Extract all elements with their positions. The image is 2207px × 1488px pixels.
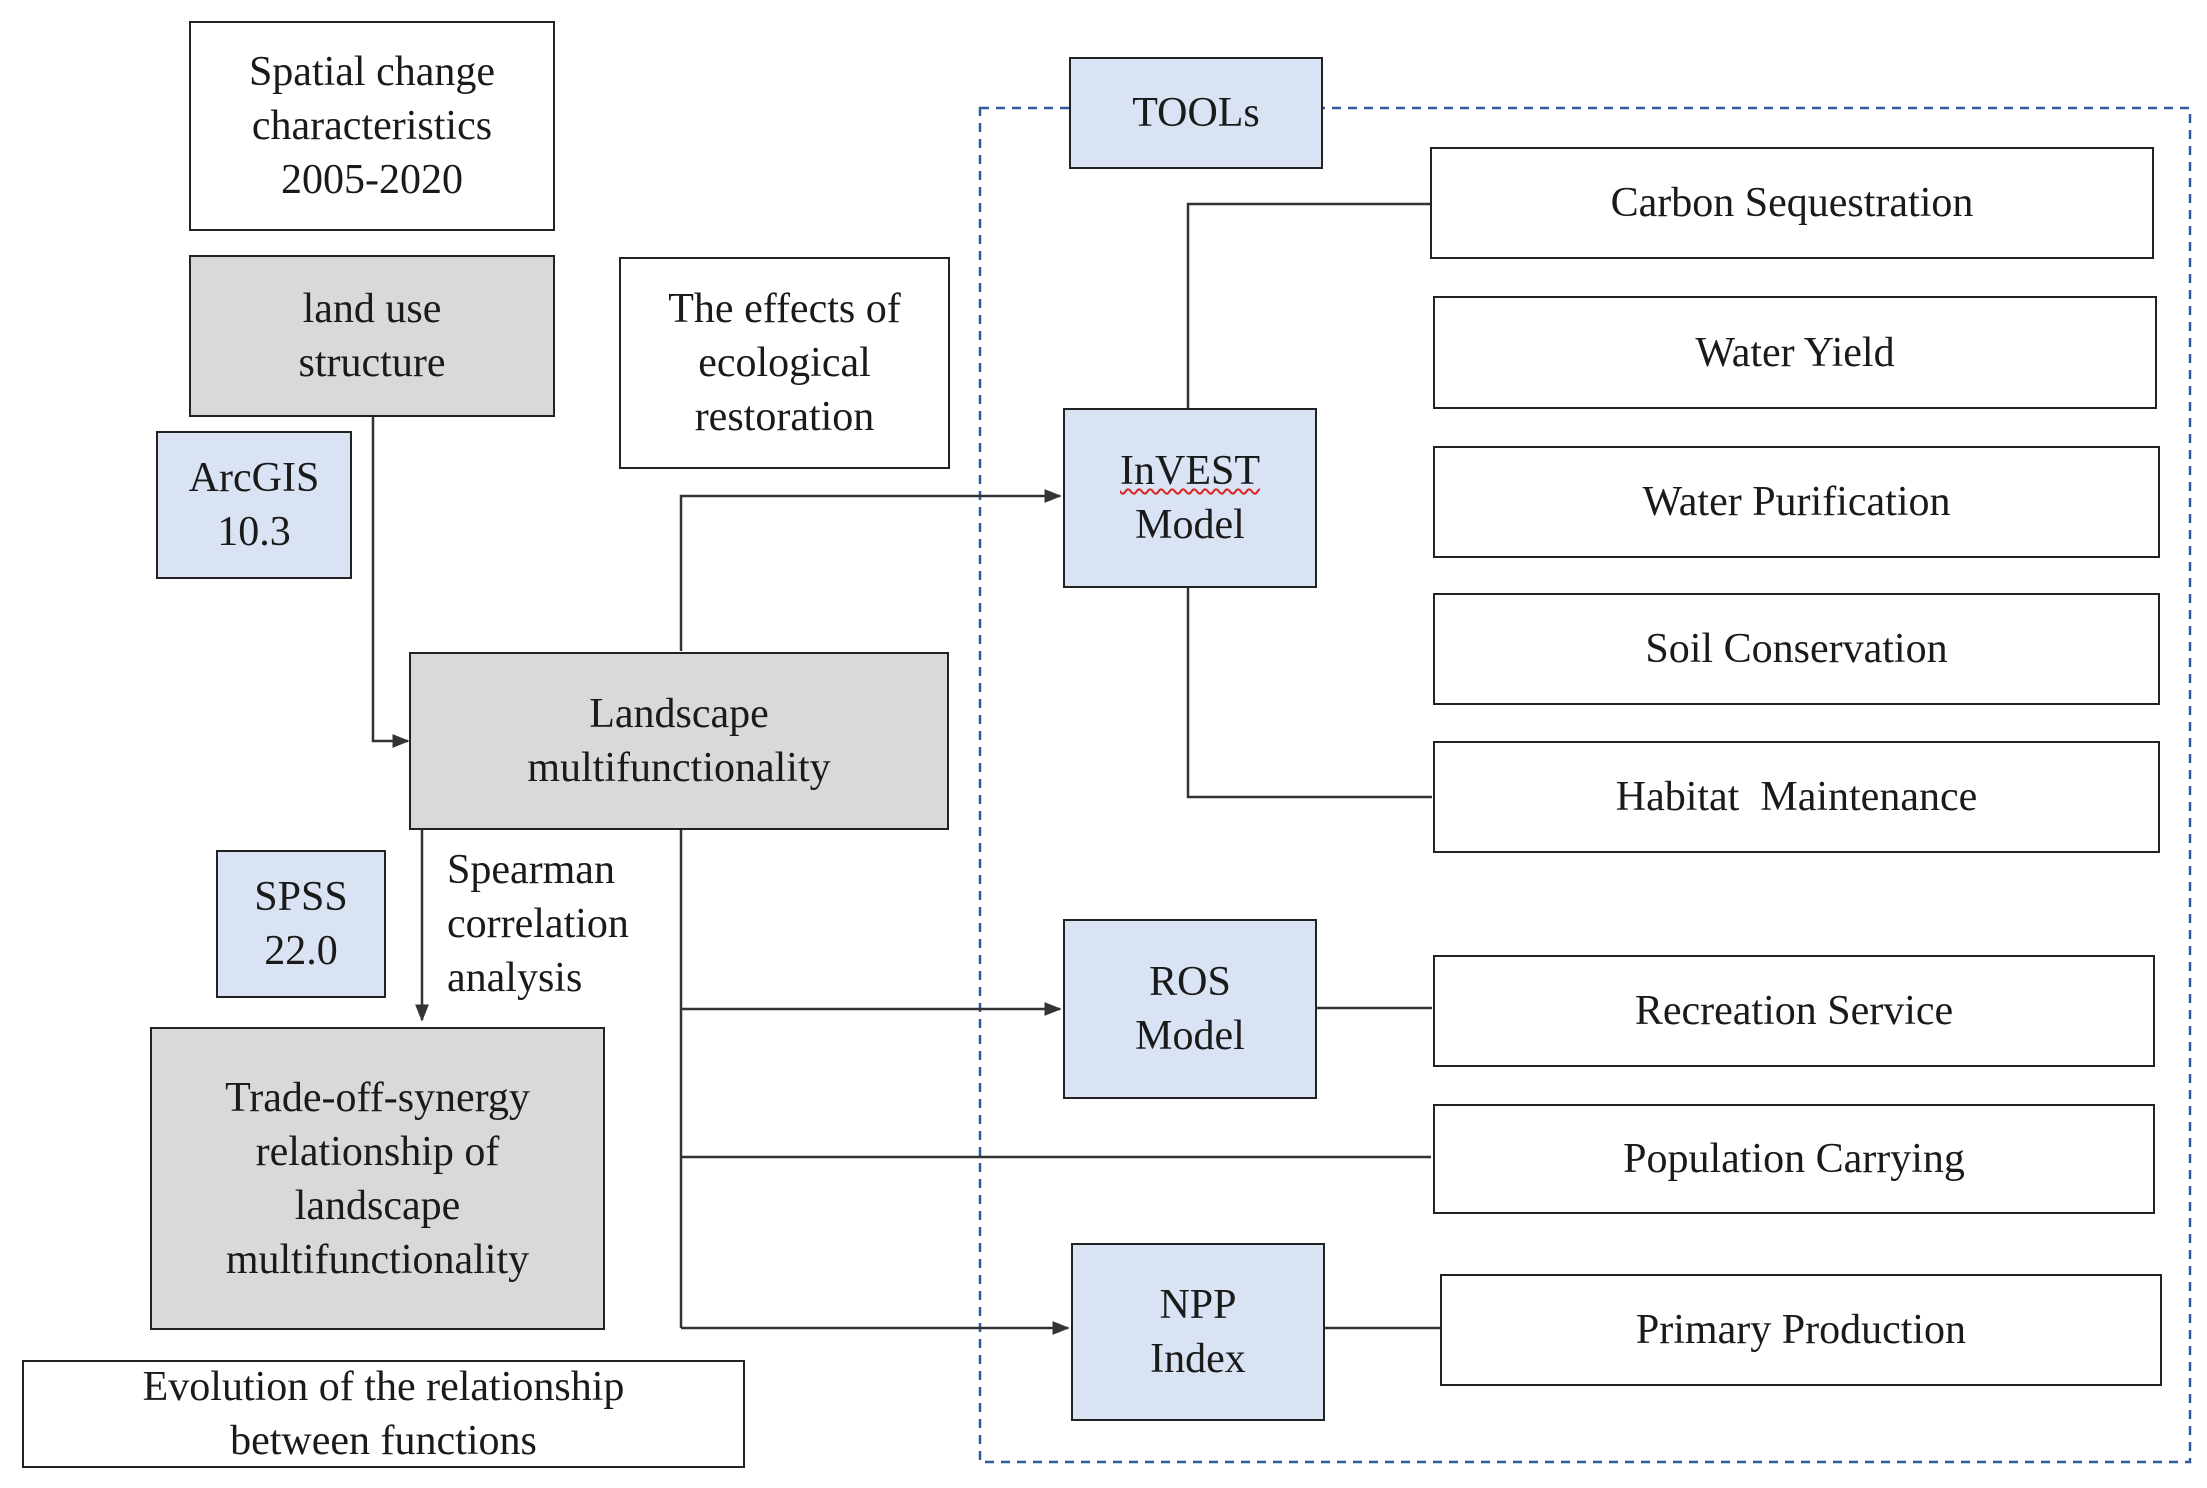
invest-model-suffix: Model (1135, 502, 1245, 548)
connector-invest-to-carbon (1186, 202, 1430, 408)
population-carrying-box: Population Carrying (1433, 1104, 2155, 1214)
invest-model-name: InVEST (1120, 448, 1260, 494)
connector-invest-to-habitat (1186, 585, 1432, 799)
recreation-service-box: Recreation Service (1433, 955, 2155, 1067)
land-use-structure-box: land use structure (189, 255, 555, 417)
spearman-correlation-label: Spearman correlation analysis (447, 847, 629, 1001)
water-yield-box: Water Yield (1433, 296, 2157, 409)
evolution-relationship-box: Evolution of the relationship between fu… (22, 1360, 745, 1468)
water-purification-box: Water Purification (1433, 446, 2160, 558)
landscape-multifunctionality-box: Landscape multifunctionality (409, 652, 949, 830)
invest-model-box: InVEST Model (1063, 408, 1317, 588)
primary-production-box: Primary Production (1440, 1274, 2162, 1386)
soil-conservation-box: Soil Conservation (1433, 593, 2160, 705)
tradeoff-synergy-box: Trade-off-synergy relationship of landsc… (150, 1027, 605, 1330)
spss-tool-box: SPSS 22.0 (216, 850, 386, 998)
habitat-maintenance-box: Habitat Maintenance (1433, 741, 2160, 853)
carbon-sequestration-box: Carbon Sequestration (1430, 147, 2154, 259)
connector-landuse-to-landscape (371, 417, 410, 748)
npp-index-box: NPP Index (1071, 1243, 1325, 1421)
tools-title-box: TOOLs (1069, 57, 1323, 169)
arcgis-tool-box: ArcGIS 10.3 (156, 431, 352, 579)
spatial-change-box: Spatial change characteristics 2005-2020 (189, 21, 555, 231)
ecological-restoration-box: The effects of ecological restoration (619, 257, 950, 469)
ros-model-box: ROS Model (1063, 919, 1317, 1099)
connector-landscape-to-invest (679, 489, 1062, 651)
tools-region-dashed-border (978, 106, 2192, 1464)
